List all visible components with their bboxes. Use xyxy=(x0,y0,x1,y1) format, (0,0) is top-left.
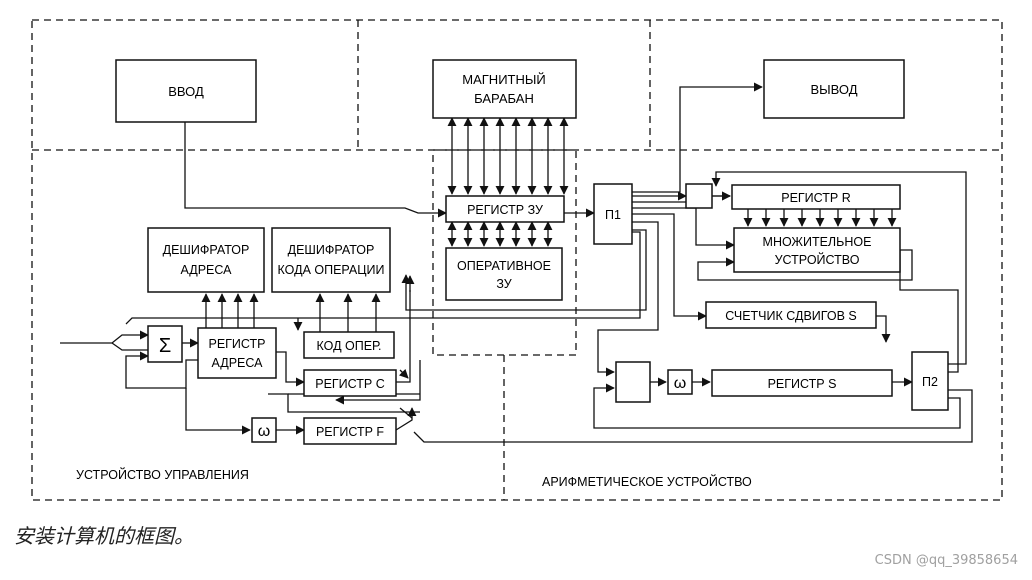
sigma-symbol: Σ xyxy=(159,335,171,357)
p1-label: П1 xyxy=(605,208,621,222)
op-code-label: КОД ОПЕР. xyxy=(316,339,381,353)
arithmetic-unit-region-label: АРИФМЕТИЧЕСКОЕ УСТРОЙСТВО xyxy=(542,474,752,489)
block-operative-memory: ОПЕРАТИВНОЕ ЗУ xyxy=(445,247,563,301)
multiplier-line2: УСТРОЙСТВО xyxy=(775,252,860,267)
block-register-s: РЕГИСТР S xyxy=(711,369,893,397)
reg-r-bus xyxy=(743,209,897,227)
block-gate-arith xyxy=(615,361,651,403)
address-register-line1: РЕГИСТР xyxy=(208,337,265,351)
block-multiplier: МНОЖИТЕЛЬНОЕ УСТРОЙСТВО xyxy=(733,227,901,273)
block-omega-2: ω xyxy=(667,369,693,395)
ram-bus xyxy=(447,221,553,247)
block-gate-small xyxy=(685,183,713,209)
block-p2: П2 xyxy=(911,351,949,411)
block-omega-1: ω xyxy=(251,417,277,443)
register-r-label: РЕГИСТР R xyxy=(781,191,851,205)
block-shift-counter: СЧЕТЧИК СДВИГОВ S xyxy=(705,301,877,329)
address-decoder-line2: АДРЕСА xyxy=(181,263,233,277)
block-op-code: КОД ОПЕР. xyxy=(303,331,395,359)
vyvod-label: ВЫВОД xyxy=(810,82,857,97)
p2-label: П2 xyxy=(922,375,938,389)
block-vyvod: ВЫВОД xyxy=(763,59,905,119)
block-register-c: РЕГИСТР С xyxy=(303,369,397,397)
multiplier-line1: МНОЖИТЕЛЬНОЕ xyxy=(763,235,872,249)
block-address-decoder: ДЕШИФРАТОР АДРЕСА xyxy=(147,227,265,293)
figure-caption: 安装计算机的框图。 xyxy=(14,524,194,548)
block-register-f: РЕГИСТР F xyxy=(303,417,397,445)
register-s-label: РЕГИСТР S xyxy=(768,377,837,391)
vvod-label: ВВОД xyxy=(168,84,204,99)
register-f-label: РЕГИСТР F xyxy=(316,425,384,439)
opcode-decoder-line1: ДЕШИФРАТОР xyxy=(288,243,375,257)
control-unit-region-label: УСТРОЙСТВО УПРАВЛЕНИЯ xyxy=(76,467,249,482)
drum-bus xyxy=(447,117,569,195)
block-sigma-adder: Σ xyxy=(147,325,183,363)
block-vvod: ВВОД xyxy=(115,59,257,123)
block-register-zu: РЕГИСТР ЗУ xyxy=(445,195,565,223)
block-p1: П1 xyxy=(593,183,633,245)
address-decoder-line1: ДЕШИФРАТОР xyxy=(163,243,250,257)
drum-label-line2: БАРАБАН xyxy=(474,91,534,106)
block-address-register: РЕГИСТР АДРЕСА xyxy=(197,327,277,379)
computer-block-diagram: ВВОД МАГНИТНЫЙ БАРАБАН ВЫВОД РЕГИСТР ЗУ … xyxy=(31,19,1003,501)
opcode-decoder-line2: КОДА ОПЕРАЦИИ xyxy=(278,263,385,277)
address-register-line2: АДРЕСА xyxy=(212,356,264,370)
block-register-r: РЕГИСТР R xyxy=(731,184,901,210)
op-memory-line2: ЗУ xyxy=(496,277,511,291)
register-c-label: РЕГИСТР С xyxy=(315,377,385,391)
omega-1-symbol: ω xyxy=(258,423,271,440)
block-opcode-decoder: ДЕШИФРАТОР КОДА ОПЕРАЦИИ xyxy=(271,227,391,293)
drum-label-line1: МАГНИТНЫЙ xyxy=(462,72,545,87)
omega-2-symbol: ω xyxy=(674,375,687,392)
register-zu-label: РЕГИСТР ЗУ xyxy=(467,203,543,217)
block-magnetic-drum: МАГНИТНЫЙ БАРАБАН xyxy=(432,59,577,119)
op-memory-line1: ОПЕРАТИВНОЕ xyxy=(457,259,551,273)
shift-counter-label: СЧЕТЧИК СДВИГОВ S xyxy=(725,309,856,323)
watermark: CSDN @qq_39858654 xyxy=(874,553,1018,568)
signal-lines xyxy=(60,82,973,443)
